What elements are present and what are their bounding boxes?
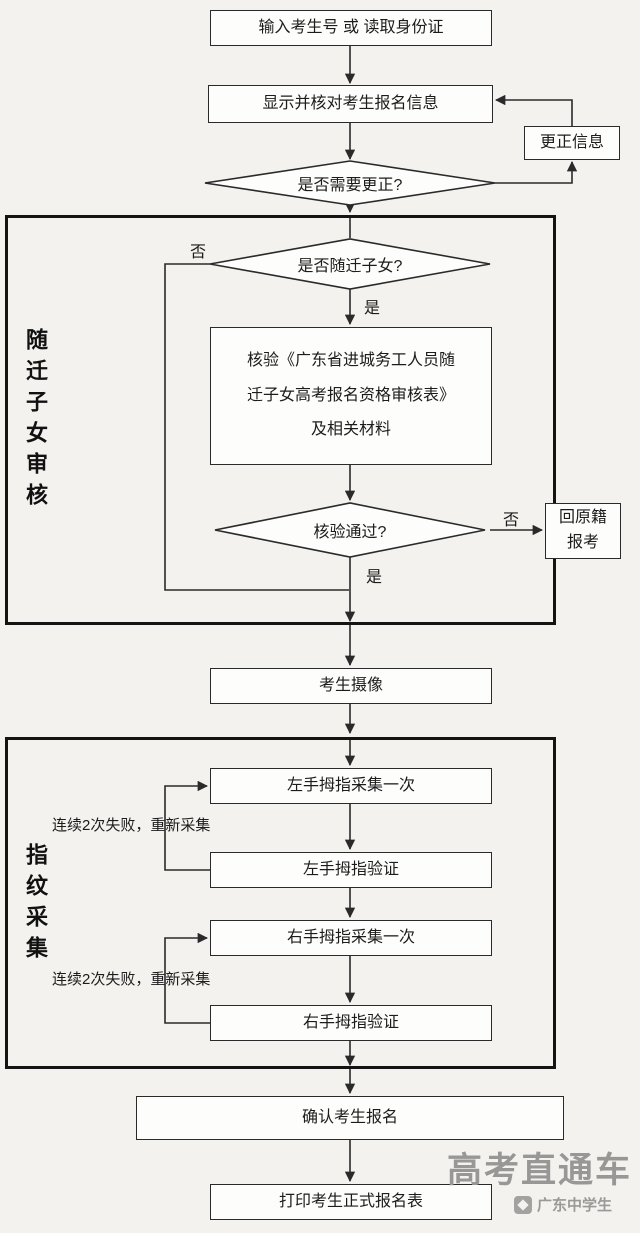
confirm-registration-box: 确认考生报名 [136, 1096, 564, 1140]
retry-note-left: 连续2次失败，重新采集 [52, 817, 211, 834]
checkpass-no-label: 否 [503, 512, 520, 529]
correct-info-box: 更正信息 [524, 126, 620, 160]
migrant-review-section-label: 随迁子女审核 [23, 328, 48, 514]
check-form-box: 核验《广东省进城务工人员随 迁子女高考报名资格审核表》 及相关材料 [210, 327, 492, 465]
check-pass-diamond [214, 502, 486, 558]
migrant-no-label: 否 [190, 244, 207, 261]
right-thumb-verify-box: 右手拇指验证 [210, 1005, 492, 1041]
migrant-yes-label: 是 [364, 300, 381, 317]
checkpass-yes-label: 是 [366, 569, 383, 586]
right-thumb-collect-box: 右手拇指采集一次 [210, 920, 492, 956]
fingerprint-section [5, 737, 556, 1069]
migrant-review-section [5, 215, 556, 625]
print-form-box: 打印考生正式报名表 [210, 1184, 492, 1220]
watermark-subtitle: 广东中学生 [514, 1194, 612, 1215]
is-migrant-diamond [209, 238, 491, 290]
retry-note-right: 连续2次失败，重新采集 [52, 971, 211, 988]
watermark-logo-icon [514, 1195, 532, 1214]
need-correct-diamond [204, 160, 496, 206]
input-candidate-box: 输入考生号 或 读取身份证 [210, 10, 492, 46]
verify-info-box: 显示并核对考生报名信息 [208, 85, 493, 123]
fingerprint-section-label: 指纹采集 [23, 843, 48, 967]
loop-rightverify-to-rightcollect [164, 932, 210, 1024]
candidate-photo-box: 考生摄像 [210, 668, 492, 704]
line-migrant-no-bypass [164, 263, 349, 591]
left-thumb-collect-box: 左手拇指采集一次 [210, 768, 492, 804]
loop-leftverify-to-leftcollect [164, 780, 210, 871]
arrow-needcorrect-to-correctbox [495, 160, 578, 184]
return-origin-box: 回原籍 报考 [545, 503, 621, 559]
watermark-title: 高考直通车 [446, 1150, 632, 1191]
left-thumb-verify-box: 左手拇指验证 [210, 852, 492, 888]
arrow-correctbox-to-verify [494, 94, 573, 126]
watermark-subtitle-text: 广东中学生 [537, 1197, 613, 1214]
